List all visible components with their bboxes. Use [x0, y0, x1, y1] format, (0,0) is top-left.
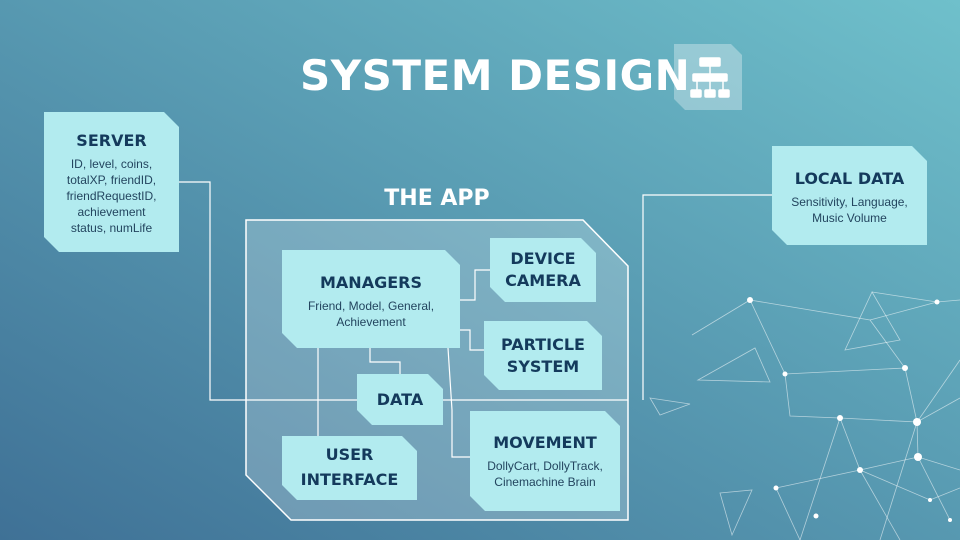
movement-description: DollyCart, DollyTrack, Cinemachine Brain [470, 458, 620, 490]
boxes [44, 112, 927, 511]
managers-description: Friend, Model, General, Achievement [282, 298, 460, 330]
slide-title: SYSTEM DESIGN [300, 51, 691, 100]
server-desc-line: friendRequestID, [66, 189, 157, 203]
server-desc-line: status, numLife [70, 221, 153, 235]
local-data-desc-line: Music Volume [812, 211, 887, 225]
data-title: DATA [376, 390, 424, 409]
local-data-desc-line: Sensitivity, Language, [791, 195, 908, 209]
server-description: ID, level, coins, totalXP, friendID, fri… [44, 156, 179, 236]
user-interface-title: USER INTERFACE [282, 442, 417, 492]
particle-system-title-line: SYSTEM [506, 357, 580, 376]
device-camera-title-line: CAMERA [505, 271, 581, 290]
movement-box-content: MOVEMENT DollyCart, DollyTrack, Cinemach… [470, 432, 620, 490]
user-interface-box [282, 436, 417, 500]
managers-desc-line: Achievement [336, 315, 406, 329]
data-box [357, 374, 443, 425]
server-desc-line: ID, level, coins, [70, 157, 153, 171]
local-data-box-content: LOCAL DATA Sensitivity, Language, Music … [772, 168, 927, 226]
managers-desc-line: Friend, Model, General, [307, 299, 435, 313]
managers-box [282, 250, 460, 348]
particle-system-title-line: PARTICLE [501, 335, 585, 354]
particle-system-title: PARTICLE SYSTEM [484, 334, 602, 378]
movement-box [470, 411, 620, 511]
server-desc-line: achievement [77, 205, 146, 219]
local-data-title: LOCAL DATA [794, 169, 905, 188]
particle-system-box [484, 321, 602, 390]
server-box-content: SERVER ID, level, coins, totalXP, friend… [44, 130, 179, 236]
device-camera-title-line: DEVICE [510, 249, 576, 268]
app-group-label: THE APP [384, 186, 490, 211]
managers-box-content: MANAGERS Friend, Model, General, Achieve… [282, 272, 460, 330]
server-box [44, 112, 179, 252]
server-title: SERVER [76, 131, 147, 150]
user-interface-title-line: USER [325, 445, 374, 464]
decorative-nodes [747, 297, 952, 522]
movement-desc-line: DollyCart, DollyTrack, [487, 459, 603, 473]
flowchart-icon [674, 44, 742, 110]
device-camera-box [490, 238, 596, 302]
decorative-network [649, 291, 960, 540]
movement-desc-line: Cinemachine Brain [494, 475, 596, 489]
local-data-description: Sensitivity, Language, Music Volume [772, 194, 927, 226]
server-desc-line: totalXP, friendID, [66, 173, 157, 187]
movement-title: MOVEMENT [493, 433, 597, 452]
managers-title: MANAGERS [320, 273, 422, 292]
device-camera-title: DEVICE CAMERA [490, 248, 596, 292]
user-interface-title-line: INTERFACE [300, 470, 399, 489]
local-data-box [772, 146, 927, 245]
